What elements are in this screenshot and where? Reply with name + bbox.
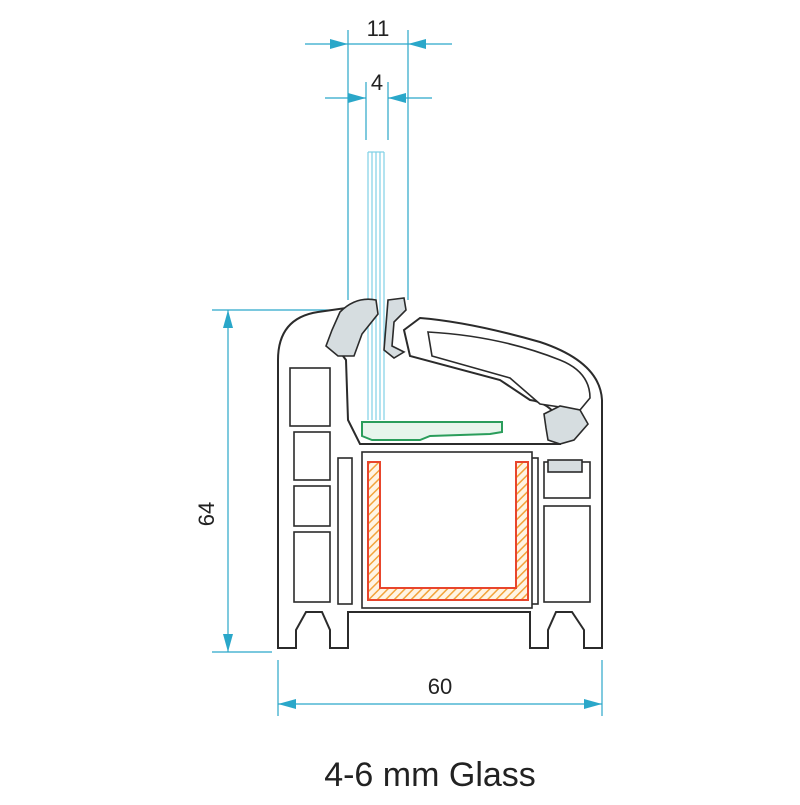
chamber-left-lower: [293, 485, 331, 527]
steel-reinforcement: [367, 461, 529, 601]
dimension-width: 60: [277, 660, 603, 716]
glazing-spacer: [361, 421, 503, 441]
glass-pane: [367, 151, 385, 420]
diagram-caption: 4-6 mm Glass: [324, 756, 536, 794]
gasket-bottom: [543, 405, 589, 445]
chamber-left-top: [289, 367, 331, 427]
gasket-right: [383, 297, 407, 359]
dimension-width-label: 60: [428, 674, 452, 699]
dimension-top-width: 11: [305, 16, 452, 300]
dimension-glass-thickness-label: 4: [371, 70, 383, 95]
dimension-height: 64: [194, 309, 340, 653]
chamber-bead: [427, 331, 591, 411]
main-chamber: [361, 451, 533, 609]
chamber-right-bottom: [543, 505, 591, 603]
gasket-left: [325, 298, 379, 357]
dimension-height-label: 64: [194, 502, 219, 526]
chamber-left-narrow: [337, 457, 353, 605]
chamber-left-mid: [293, 431, 331, 481]
chamber-left-bottom: [293, 531, 331, 603]
dimension-glass-thickness: 4: [325, 70, 432, 140]
gasket-clip: [547, 459, 583, 473]
dimension-top-width-label: 11: [367, 16, 390, 41]
